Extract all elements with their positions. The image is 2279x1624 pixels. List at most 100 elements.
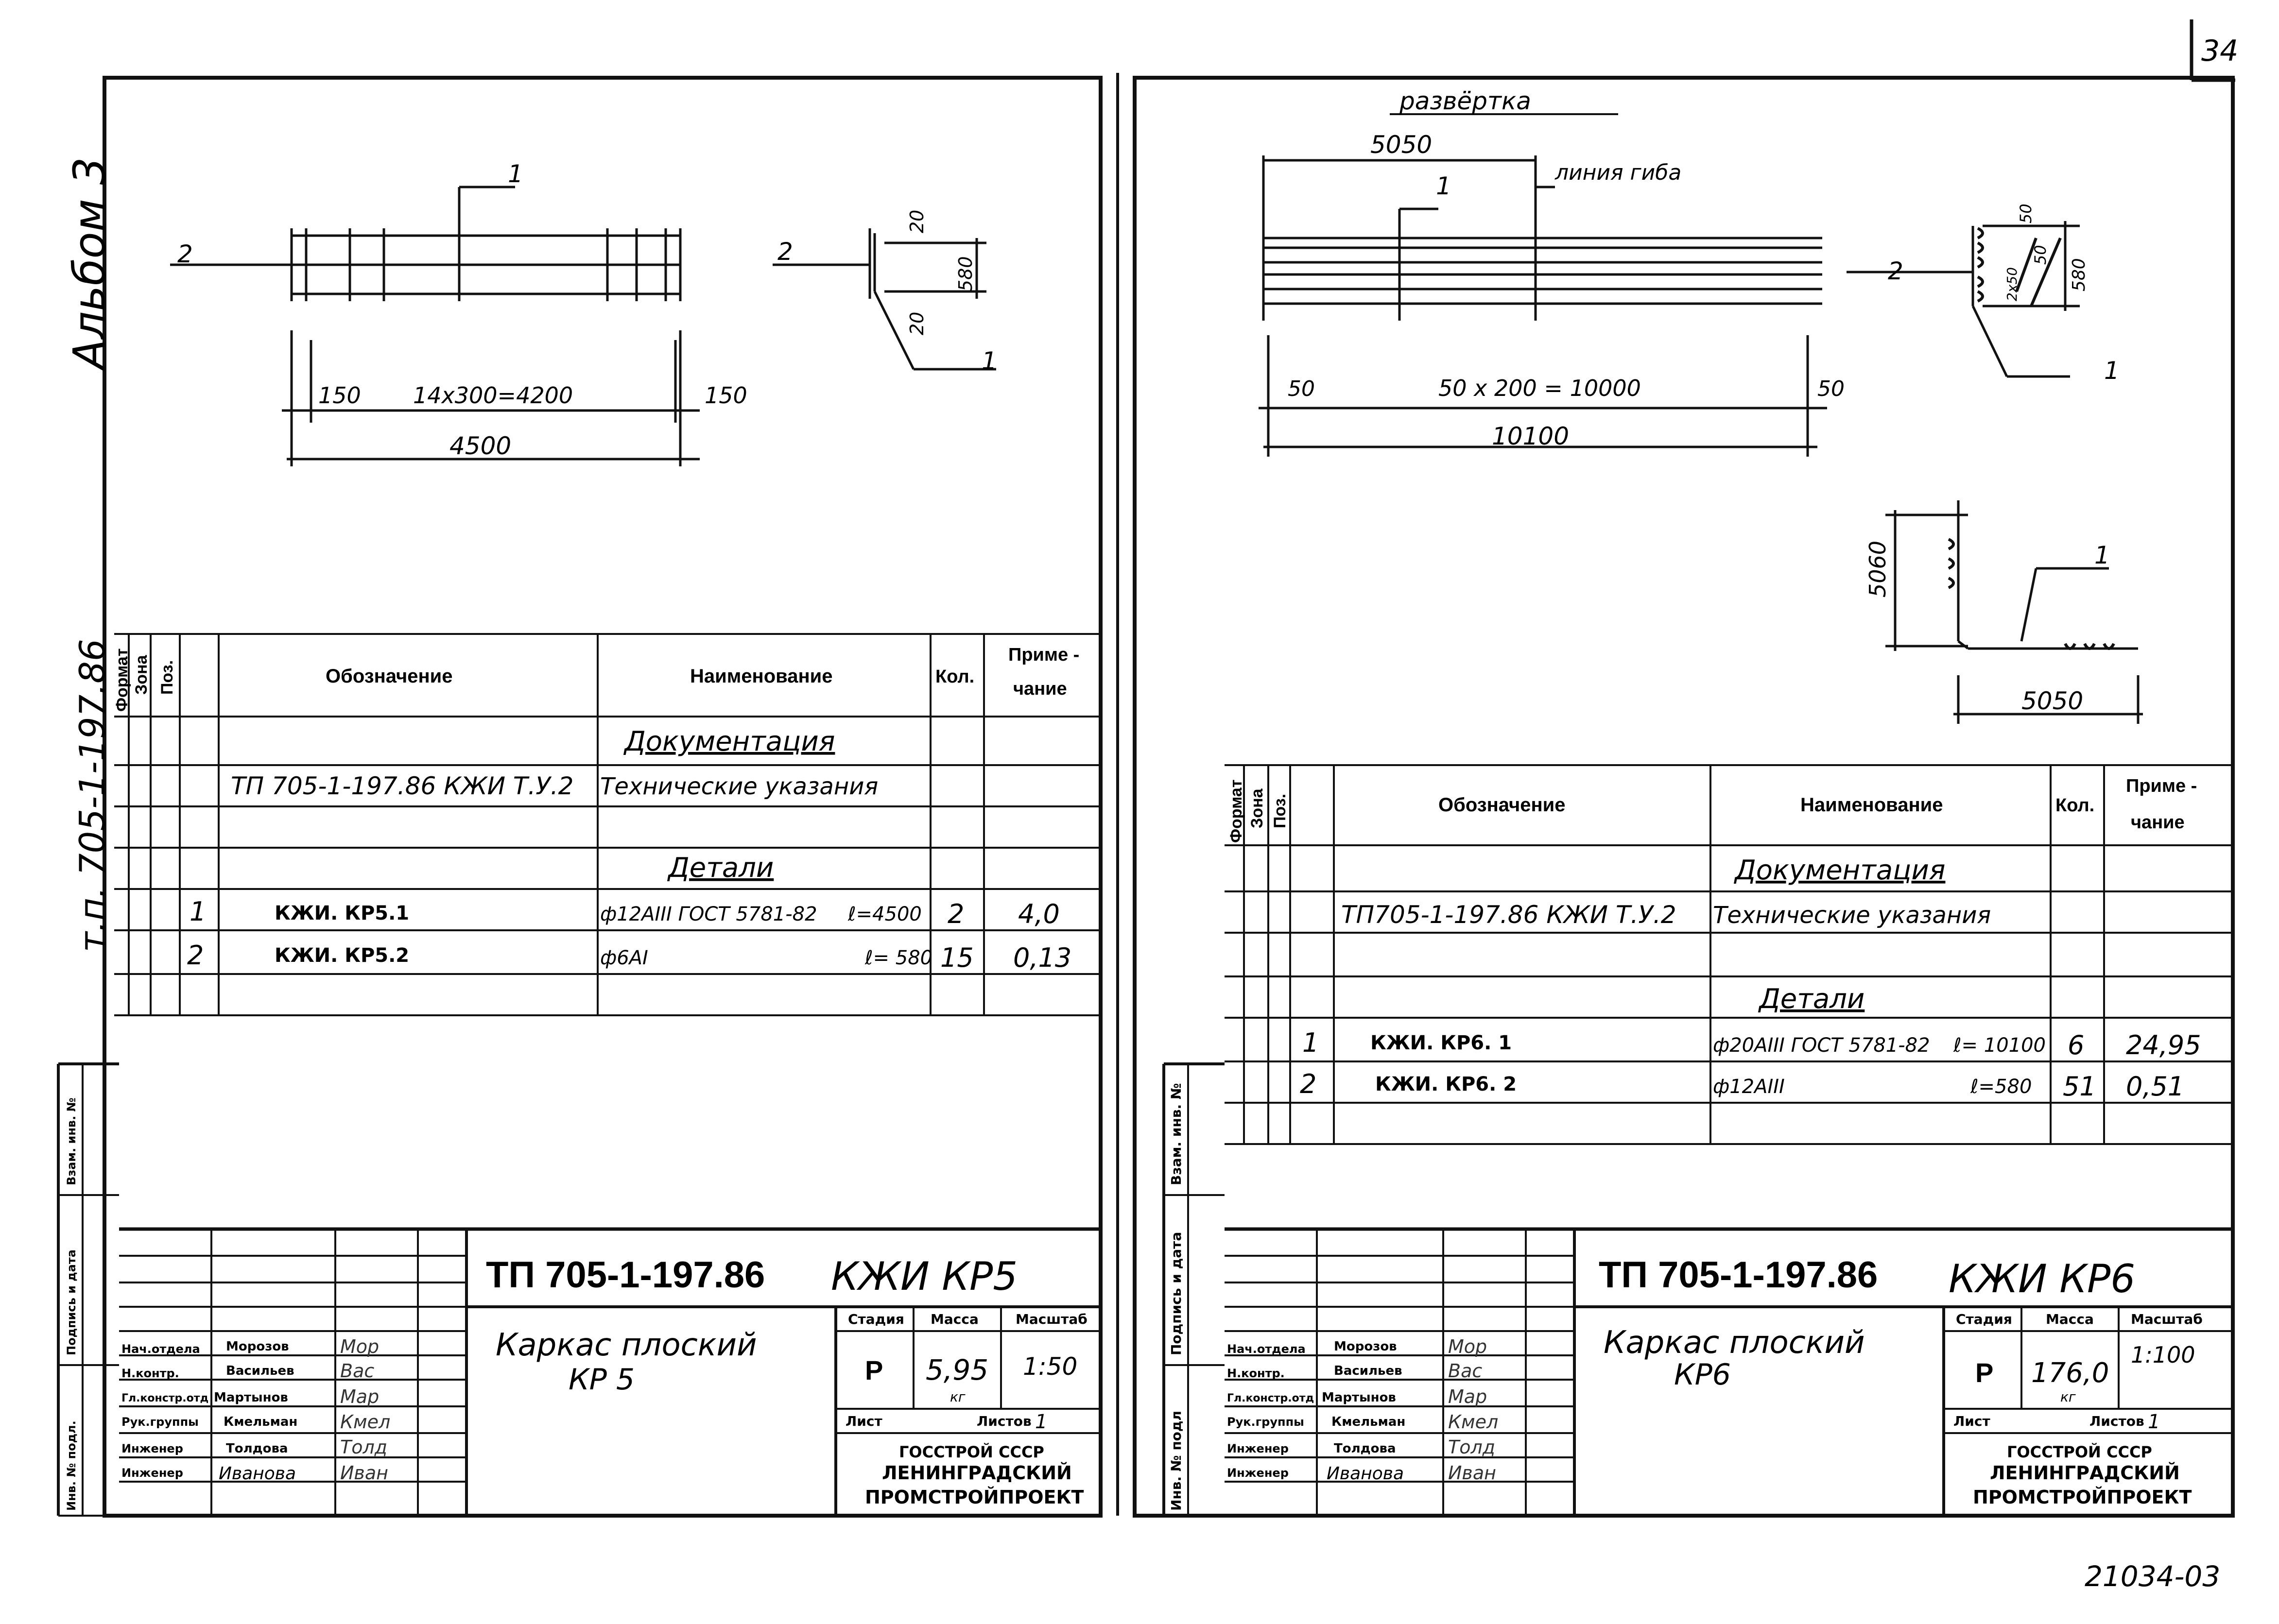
- right-sec-2x50: 2x50: [2004, 267, 2020, 301]
- right-role-5: Инженер: [1227, 1442, 1289, 1455]
- right-sign-4: Кмел: [1448, 1411, 1498, 1433]
- right-sec-50a: 50: [2017, 204, 2035, 223]
- left-tb-name-1: Каркас плоский: [496, 1327, 757, 1363]
- album-label: Альбом 3: [64, 157, 115, 372]
- right-role-6: Инженер: [1227, 1466, 1289, 1480]
- left-row2-designation: КЖИ. КР5.2: [275, 944, 409, 967]
- right-row1-qty: 6: [2068, 1030, 2084, 1060]
- right-tb-mark: КЖИ КР6: [1949, 1256, 2135, 1301]
- right-row1-pos: 1: [1302, 1027, 1319, 1058]
- right-dim-total: 10100: [1492, 422, 1569, 450]
- right-tb-scale-label: Масштаб: [2131, 1311, 2203, 1327]
- left-row2-note: 0,13: [1013, 942, 1071, 973]
- stamp-inv-podl-left: Инв. № подл.: [65, 1420, 78, 1511]
- left-section-pos2: 2: [777, 238, 793, 266]
- left-row1-name-b: ℓ=4500: [847, 903, 922, 925]
- right-tb-sheets: 1: [2148, 1411, 2160, 1433]
- stamp-sign-date-right: Подпись и дата: [1168, 1232, 1184, 1355]
- left-row2-name-b: ℓ= 580: [864, 947, 932, 969]
- right-row2-name-a: ф12АIII: [1713, 1076, 1785, 1098]
- left-tb-sheets: 1: [1035, 1411, 1047, 1433]
- rebar-hook-marks: [1948, 227, 2115, 650]
- right-tb-scale: 1:100: [2131, 1342, 2195, 1368]
- left-person-4: Кмельман: [224, 1415, 297, 1429]
- stamp-vzam-left: Взам. инв. №: [65, 1098, 78, 1185]
- right-tb-org-2: ЛЕНИНГРАДСКИЙ: [1990, 1462, 2180, 1484]
- left-dim-20-top: 20: [906, 210, 928, 233]
- left-role-6: Инженер: [121, 1466, 183, 1480]
- left-tb-org-3: ПРОМСТРОЙПРОЕКТ: [865, 1487, 1084, 1508]
- left-tb-code: ТП 705-1-197.86: [486, 1254, 765, 1296]
- left-spec-table: Формат Зона Поз. Обозначение Наименовани…: [113, 645, 1079, 973]
- left-row2-name-a: ф6АI: [600, 947, 648, 969]
- right-head-name: Наименование: [1800, 794, 1943, 816]
- left-role-4: Рук.группы: [121, 1415, 199, 1429]
- right-bend-line-label: линия гиба: [1554, 160, 1681, 185]
- right-dim-span: 50 x 200 = 10000: [1438, 375, 1641, 401]
- left-spec-table-grid: [114, 633, 1101, 1016]
- left-head-name: Наименование: [690, 666, 832, 687]
- left-dim-150-right: 150: [705, 382, 747, 409]
- right-corner-5050: 5050: [2021, 687, 2083, 715]
- right-person-6: Иванова: [1327, 1464, 1404, 1484]
- left-tb-org-1: ГОССТРОЙ СССР: [899, 1443, 1044, 1461]
- left-head-note-2: чание: [1013, 679, 1067, 699]
- left-section-docs: Документация: [623, 726, 835, 757]
- right-person-2: Васильев: [1334, 1364, 1402, 1378]
- right-title-block: ТП 705-1-197.86 КЖИ КР6 Каркас плоский К…: [1227, 1254, 2203, 1508]
- left-person-6: Иванова: [219, 1464, 296, 1484]
- right-tb-sheet-label: Лист: [1953, 1413, 1990, 1429]
- left-head-qty: Кол.: [935, 667, 974, 687]
- left-sign-2: Вас: [340, 1360, 374, 1382]
- right-role-2: Н.контр.: [1227, 1367, 1285, 1380]
- left-sign-1: Мор: [340, 1336, 379, 1357]
- left-row1-note: 4,0: [1018, 899, 1060, 929]
- right-tb-sheets-label: Листов: [2089, 1413, 2144, 1429]
- right-person-5: Толдова: [1334, 1441, 1396, 1456]
- left-row2-pos: 2: [187, 940, 204, 971]
- left-role-3: Гл.констр.отд: [121, 1392, 208, 1404]
- left-tb-mark: КЖИ КР5: [831, 1254, 1018, 1299]
- right-frame-drawing: [1259, 113, 2143, 724]
- left-role-1: Нач.отдела: [121, 1342, 200, 1356]
- left-sign-4: Кмел: [340, 1411, 390, 1433]
- left-row2-qty: 15: [940, 942, 974, 973]
- right-row2-note: 0,51: [2126, 1071, 2184, 1102]
- left-sign-3: Мар: [340, 1386, 379, 1407]
- left-person-2: Васильев: [226, 1364, 294, 1378]
- right-dim-5050: 5050: [1370, 131, 1432, 159]
- right-tb-name-2: КР6: [1674, 1358, 1731, 1392]
- left-frame: [103, 76, 1103, 1518]
- right-row1-designation: КЖИ. КР6. 1: [1370, 1032, 1512, 1054]
- bottom-code: 21034-03: [2085, 1560, 2220, 1593]
- right-title-block-grid: [1225, 1227, 2233, 1516]
- right-razvertka-label: развёртка: [1399, 87, 1531, 115]
- right-person-1: Морозов: [1334, 1339, 1397, 1354]
- left-section-parts: Детали: [667, 852, 774, 884]
- right-tb-stage: Р: [1975, 1357, 1993, 1388]
- right-head-designation: Обозначение: [1438, 794, 1565, 816]
- right-corner-pos: 1: [2094, 541, 2110, 569]
- right-pos2-label: 2: [1888, 257, 1903, 285]
- right-row2-name-b: ℓ=580: [1970, 1076, 2032, 1098]
- right-doc-name: Технические указания: [1713, 902, 1991, 929]
- right-tb-mass-label: Масса: [2046, 1311, 2094, 1327]
- right-row2-pos: 2: [1300, 1069, 1316, 1099]
- right-row2-designation: КЖИ. КР6. 2: [1375, 1073, 1517, 1095]
- left-row1-designation: КЖИ. КР5.1: [275, 902, 409, 924]
- left-tb-scale: 1:50: [1023, 1352, 1077, 1381]
- left-title-block: ТП 705-1-197.86 КЖИ КР5 Каркас плоский К…: [121, 1254, 1088, 1508]
- right-corner-5060: 5060: [1865, 541, 1891, 598]
- left-head-zone: Зона: [132, 654, 151, 695]
- stamp-sign-date-left: Подпись и дата: [65, 1249, 78, 1355]
- right-pos1-label: 1: [1436, 172, 1451, 200]
- right-sign-3: Мар: [1448, 1386, 1487, 1407]
- right-tb-mass-unit: кг: [2060, 1389, 2076, 1405]
- left-tb-scale-label: Масштаб: [1016, 1311, 1088, 1327]
- right-tb-stage-label: Стадия: [1956, 1311, 2012, 1327]
- right-head-zone: Зона: [1248, 788, 1266, 828]
- right-row2-qty: 51: [2063, 1071, 2096, 1102]
- page-number: 34: [2201, 34, 2238, 68]
- left-row1-name-a: ф12АIII ГОСТ 5781-82: [600, 903, 817, 925]
